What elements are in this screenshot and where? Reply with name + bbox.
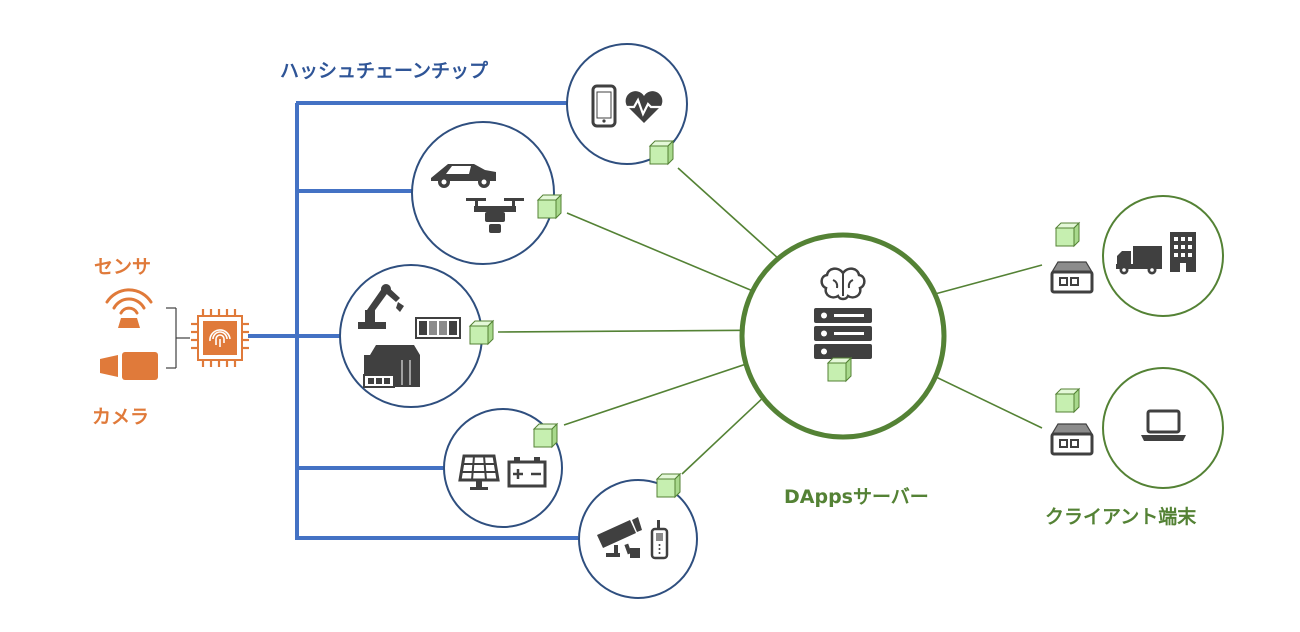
server-rack-icon — [814, 308, 872, 359]
device-circle-surveillance — [578, 479, 698, 599]
hash-chip-label: ハッシュチェーンチップ — [280, 60, 489, 82]
hash-chip-icon — [191, 309, 249, 367]
client-node-business — [1050, 260, 1094, 294]
factory-machine-icon — [363, 345, 420, 388]
client-circle-business — [1102, 195, 1224, 317]
radio-icon — [650, 520, 669, 560]
heartbeat-icon — [624, 91, 663, 123]
block-cube-surveillance — [656, 473, 681, 498]
device-circle-solar — [443, 408, 563, 528]
battery-icon — [507, 457, 547, 488]
block-cube-smartphone — [649, 140, 674, 165]
block-cube-client-business — [1055, 222, 1080, 247]
smartphone-screen — [596, 91, 612, 119]
block-cube-server — [827, 357, 852, 382]
client-terminal-label: クライアント端末 — [1045, 506, 1197, 528]
hash-chain-bus — [248, 101, 578, 540]
smartphone-button — [602, 119, 606, 123]
sensor-icon — [105, 288, 153, 328]
block-cube-client-laptop — [1055, 388, 1080, 413]
brain-icon — [820, 267, 866, 301]
camera-icon — [100, 352, 158, 380]
sensor-bracket — [166, 307, 190, 369]
sensor-label: センサ — [94, 256, 152, 278]
device-circle-car-drone — [411, 121, 555, 265]
truck-icon — [1116, 246, 1162, 275]
robot-arm-icon — [358, 284, 404, 329]
client-node-laptop — [1050, 422, 1094, 456]
smartphone-icon — [591, 84, 617, 128]
block-cube-factory — [469, 320, 494, 345]
block-cube-car-drone — [537, 194, 562, 219]
security-camera-icon — [597, 517, 642, 558]
block-cube-solar — [533, 423, 558, 448]
plc-icon — [415, 317, 461, 339]
drone-icon — [466, 198, 524, 233]
laptop-icon — [1141, 409, 1186, 441]
solar-panel-icon — [458, 454, 500, 490]
car-icon — [431, 164, 496, 188]
camera-label: カメラ — [92, 406, 150, 428]
building-icon — [1170, 232, 1196, 272]
dapps-server-label: DAppsサーバー — [784, 486, 929, 508]
